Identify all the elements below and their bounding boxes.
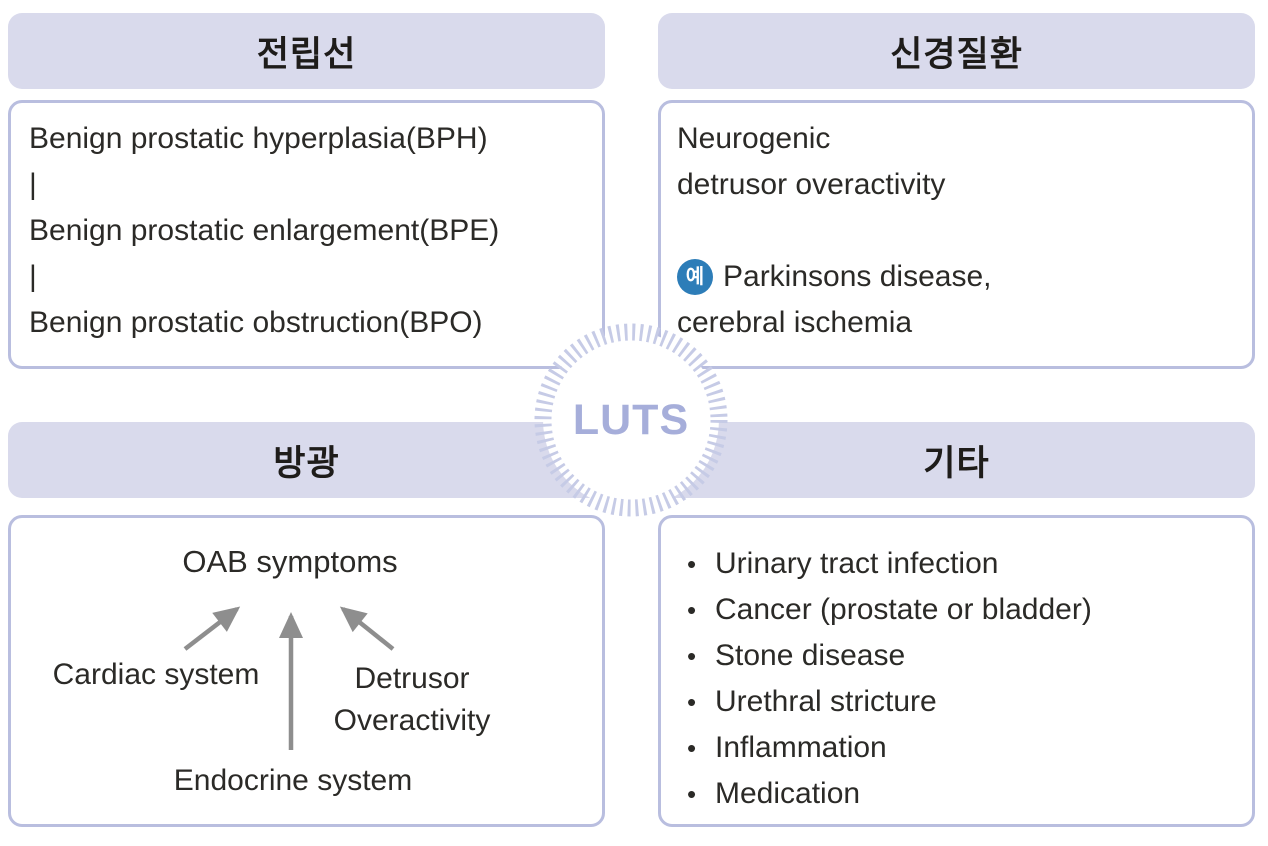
others-item-text: Medication xyxy=(715,777,861,810)
others-item-text: Cancer (prostate or bladder) xyxy=(715,593,1092,626)
detrusor-line: Overactivity xyxy=(333,704,491,737)
box-prostate: Benign prostatic hyperplasia(BPH) | Beni… xyxy=(8,100,605,369)
prostate-connector: | xyxy=(29,168,37,201)
prostate-line: Benign prostatic obstruction(BPO) xyxy=(29,306,483,339)
neuro-example-text: Parkinsons disease, xyxy=(723,260,992,293)
header-neuro: 신경질환 xyxy=(658,13,1255,89)
neuro-example-line: 예 Parkinsons disease, xyxy=(677,254,1236,300)
cardiac-system-label: Cardiac system xyxy=(52,658,260,691)
neuro-line: detrusor overactivity xyxy=(677,168,946,201)
example-badge: 예 xyxy=(677,259,713,295)
header-prostate-label: 전립선 xyxy=(256,34,357,74)
others-item-text: Urinary tract infection xyxy=(715,547,999,580)
arrow-detrusor-to-oab xyxy=(339,606,395,651)
others-item: • Urinary tract infection xyxy=(687,541,1252,587)
others-item-text: Inflammation xyxy=(715,731,887,764)
detrusor-overactivity-label: Detrusor Overactivity xyxy=(334,658,491,742)
others-item: • Medication xyxy=(687,771,1252,817)
others-item: • Urethral stricture xyxy=(687,679,1252,725)
bullet-icon: • xyxy=(687,687,697,717)
others-item-text: Urethral stricture xyxy=(715,685,937,718)
box-others: • Urinary tract infection • Cancer (pros… xyxy=(658,515,1255,827)
detrusor-line: Detrusor xyxy=(354,662,470,695)
luts-label: LUTS xyxy=(573,396,689,444)
luts-center-circle: LUTS xyxy=(534,323,728,517)
tick-ring-icon xyxy=(534,323,728,517)
others-item-text: Stone disease xyxy=(715,639,906,672)
header-others: 기타 xyxy=(658,422,1255,498)
others-item: • Cancer (prostate or bladder) xyxy=(687,587,1252,633)
arrow-cardiac-to-oab xyxy=(183,606,241,651)
neuro-example-text: cerebral ischemia xyxy=(677,306,913,339)
bullet-icon: • xyxy=(687,641,697,671)
box-bladder: OAB symptoms Cardiac system Detrusor Ove… xyxy=(8,515,605,827)
header-neuro-label: 신경질환 xyxy=(890,34,1023,74)
endocrine-system-label: Endocrine system xyxy=(173,764,413,797)
bullet-icon: • xyxy=(687,549,697,579)
prostate-line: Benign prostatic enlargement(BPE) xyxy=(29,214,500,247)
oab-symptoms-label: OAB symptoms xyxy=(182,544,398,579)
header-others-label: 기타 xyxy=(923,443,990,483)
box-neuro: Neurogenic detrusor overactivity 예 Parki… xyxy=(658,100,1255,369)
neuro-line: Neurogenic xyxy=(677,122,831,155)
header-bladder: 방광 xyxy=(8,422,605,498)
prostate-line: Benign prostatic hyperplasia(BPH) xyxy=(29,122,488,155)
header-prostate: 전립선 xyxy=(8,13,605,89)
header-bladder-label: 방광 xyxy=(273,443,340,483)
others-item: • Inflammation xyxy=(687,725,1252,771)
bullet-icon: • xyxy=(687,779,697,809)
prostate-connector: | xyxy=(29,260,37,293)
converging-arrows xyxy=(183,606,395,750)
bullet-icon: • xyxy=(687,595,697,625)
others-item: • Stone disease xyxy=(687,633,1252,679)
bullet-icon: • xyxy=(687,733,697,763)
